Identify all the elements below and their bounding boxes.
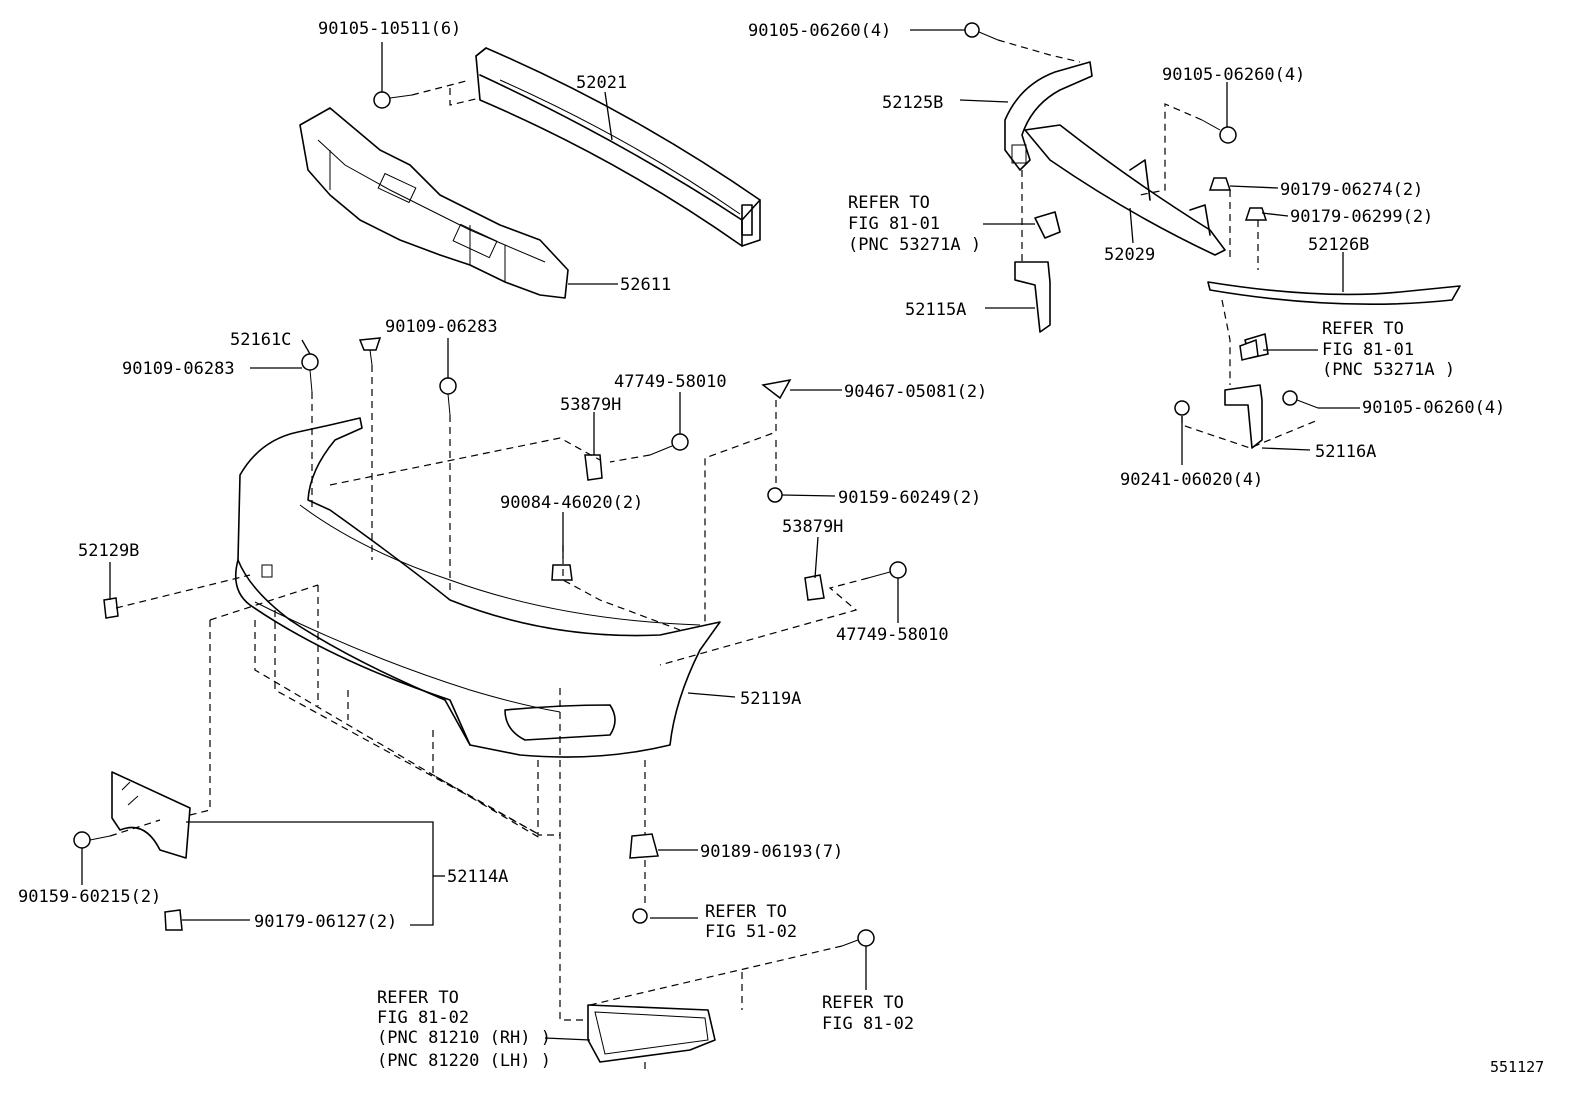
label-52161C[interactable]: 52161C — [230, 330, 291, 350]
label-90179-06299[interactable]: 90179-06299(2) — [1290, 207, 1433, 227]
label-refer-e1: REFER TO — [822, 993, 904, 1013]
label-52119A[interactable]: 52119A — [740, 689, 801, 709]
label-47749-58010-right[interactable]: 47749-58010 — [836, 625, 949, 645]
label-refer-b3: (PNC 53271A ) — [1322, 360, 1455, 380]
part-52611-absorber[interactable] — [299, 107, 569, 299]
part-52021-reinforcement[interactable] — [475, 47, 761, 247]
part-52125B-retainer[interactable] — [1004, 61, 1093, 171]
label-52115A[interactable]: 52115A — [905, 300, 966, 320]
label-52114A[interactable]: 52114A — [447, 867, 508, 887]
label-refer-a1: REFER TO — [848, 193, 930, 213]
label-refer-d4: (PNC 81220 (LH) ) — [377, 1051, 551, 1071]
part-fog-lamp[interactable] — [587, 1004, 716, 1063]
label-52129B[interactable]: 52129B — [78, 541, 139, 561]
label-refer-a3: (PNC 53271A ) — [848, 235, 981, 255]
diagram-id: 551127 — [1490, 1058, 1544, 1076]
label-refer-b2[interactable]: FIG 81-01 — [1322, 340, 1414, 360]
part-52115A-bracket[interactable] — [1014, 211, 1061, 333]
label-52611[interactable]: 52611 — [620, 275, 671, 295]
fastener-icons — [73, 22, 1319, 947]
label-90179-06274[interactable]: 90179-06274(2) — [1280, 180, 1423, 200]
label-53879H-right[interactable]: 53879H — [782, 517, 843, 537]
leader-lines — [81, 29, 1360, 1041]
assembly-dashed-lines — [109, 39, 1319, 1074]
label-refer-b1: REFER TO — [1322, 319, 1404, 339]
part-52029-support[interactable] — [1024, 124, 1226, 256]
label-90105-06260-lower[interactable]: 90105-06260(4) — [1362, 398, 1505, 418]
label-90105-10511[interactable]: 90105-10511(6) — [318, 19, 461, 39]
part-labels: 90105-10511(6) 52021 52611 90105-06260(4… — [18, 19, 1544, 1076]
label-refer-e2[interactable]: FIG 81-02 — [822, 1014, 914, 1034]
label-90179-06127[interactable]: 90179-06127(2) — [254, 912, 397, 932]
label-52125B[interactable]: 52125B — [882, 93, 943, 113]
label-52126B[interactable]: 52126B — [1308, 235, 1369, 255]
label-90109-06283-left[interactable]: 90109-06283 — [122, 359, 235, 379]
part-52114A-license-bracket[interactable] — [111, 771, 191, 859]
label-52021[interactable]: 52021 — [576, 73, 627, 93]
label-52029[interactable]: 52029 — [1104, 245, 1155, 265]
label-90241-06020[interactable]: 90241-06020(4) — [1120, 470, 1263, 490]
label-90189-06193[interactable]: 90189-06193(7) — [700, 842, 843, 862]
label-refer-a2[interactable]: FIG 81-01 — [848, 214, 940, 234]
label-53879H-top[interactable]: 53879H — [560, 395, 621, 415]
label-52116A[interactable]: 52116A — [1315, 442, 1376, 462]
label-refer-d3: (PNC 81210 (RH) ) — [377, 1028, 551, 1048]
label-refer-d1: REFER TO — [377, 988, 459, 1008]
label-90159-60215[interactable]: 90159-60215(2) — [18, 887, 161, 907]
part-52119A-bumper-cover[interactable] — [234, 417, 721, 758]
label-90084-46020[interactable]: 90084-46020(2) — [500, 493, 643, 513]
label-90105-06260-right[interactable]: 90105-06260(4) — [1162, 65, 1305, 85]
label-refer-c2[interactable]: FIG 51-02 — [705, 922, 797, 942]
label-47749-58010-top[interactable]: 47749-58010 — [614, 372, 727, 392]
label-refer-c1: REFER TO — [705, 902, 787, 922]
label-refer-d2[interactable]: FIG 81-02 — [377, 1008, 469, 1028]
label-90467-05081[interactable]: 90467-05081(2) — [844, 382, 987, 402]
part-52126B-retainer[interactable] — [1207, 281, 1461, 306]
label-90159-60249[interactable]: 90159-60249(2) — [838, 488, 981, 508]
label-90109-06283-top[interactable]: 90109-06283 — [385, 317, 498, 337]
label-90105-06260-top[interactable]: 90105-06260(4) — [748, 21, 891, 41]
